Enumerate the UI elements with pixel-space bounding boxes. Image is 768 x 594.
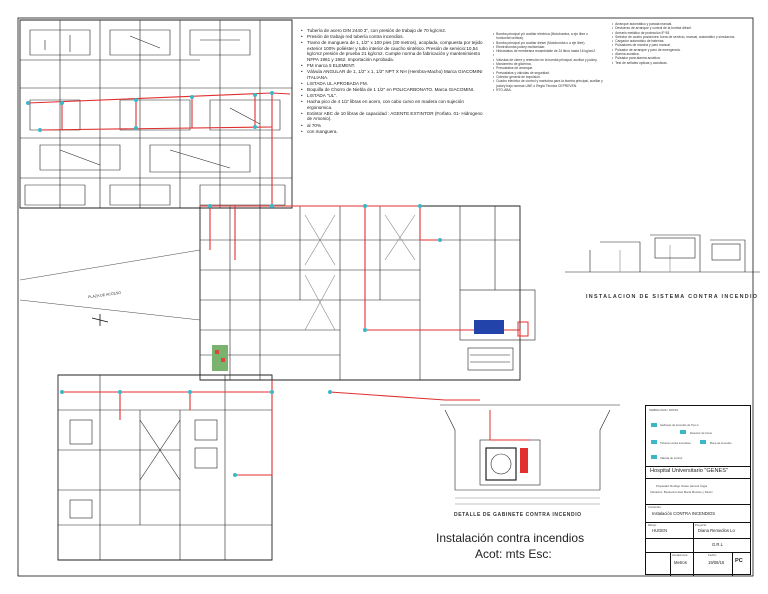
spec-item: •: [493, 53, 495, 58]
content: Instalación CONTRA INCENDIOS: [652, 511, 716, 516]
legend-item: Tubería contra incendios: [660, 441, 691, 445]
note-item: •con manguera.: [301, 128, 338, 134]
spec-item: •Colector general de impulsión.: [493, 74, 541, 79]
garden-patch: [212, 345, 228, 371]
units: Metros: [674, 560, 687, 565]
building-central-block: [199, 205, 536, 381]
legend-item: Gabinete de incendio de Tipo 1: [660, 423, 699, 427]
spec-item: •Selector de cuatro posiciones: fuera de…: [612, 34, 736, 39]
spec-item: •Pulsador de arranque y paro de emergenc…: [612, 47, 681, 52]
control-panel: [517, 321, 529, 337]
spec-item: •Presostatos y válvulas de seguridad.: [493, 70, 550, 75]
access-plaza: [19, 249, 201, 326]
spec-item: •Bomba principal y/o auxiliar eléctrica …: [493, 32, 588, 41]
spec-item: •Test de señales ópticas y acústicas.: [612, 60, 668, 65]
legend-symbols: [651, 423, 706, 459]
author: Diana Remedios Lo: [698, 528, 735, 533]
note-item: •Hacha pico de 4 1/2' libras en acero, c…: [301, 99, 464, 110]
firm: G.R.L: [712, 542, 723, 547]
pump-installation-section: [565, 234, 760, 273]
drawer: HUGEN: [652, 528, 668, 533]
pump-unit: [474, 320, 504, 334]
pump-specs-right: •Arranque automático y parada manual.•De…: [612, 22, 752, 65]
building-upper-wing: [19, 19, 293, 209]
owner: Propiedad: Rodrigo Ocaso Herrera Ángel: [656, 484, 708, 488]
legend-item: Boca de incendio: [710, 441, 732, 445]
spec-item: •Hidróstatos de membrana recambiable de …: [493, 49, 597, 54]
spec-item: •RTO-ABA.: [493, 87, 512, 92]
title-block: SIMBOLOGIA / NOTAS Gabinete de incendio …: [645, 405, 751, 576]
note-item: •Extintor ABC de 10 libras de capacidad …: [301, 110, 483, 122]
building-lower-wing: [57, 374, 273, 561]
fire-cabinet-nodes: [26, 91, 442, 477]
drawer-label: Dibujó:: [648, 523, 657, 527]
pump-section-title: INSTALACION DE SISTEMA CONTRA INCENDIO: [586, 294, 759, 300]
units-label: Acotaciones:: [672, 553, 689, 557]
spec-item: •Cuadro eléctrico de control y maniobra …: [493, 79, 603, 88]
note-item: •Tubería de acero DIN 2440 3", con presi…: [301, 28, 447, 33]
spec-item: •Desfuerzo de arranque y control de la b…: [612, 26, 692, 31]
content-label: Contenido:: [648, 505, 662, 509]
spec-item: •Presostatos de arranque.: [493, 66, 534, 71]
location: Ubicación: Boulevard José María Morelos …: [650, 490, 713, 494]
legend-heading: SIMBOLOGIA / NOTAS: [649, 408, 679, 412]
hospital-name: Hospital Universitario "GENES": [650, 468, 728, 474]
note-item: •LISTADA "UL".: [301, 93, 338, 99]
note-item: •FM marca 5 ELEMENT.: [301, 63, 356, 69]
cabinet-detail-title: DETALLE DE GABINETE CONTRA INCENDIO: [454, 512, 582, 518]
spec-item: •Armario metálico de protección IP 55.: [612, 30, 671, 35]
sheet-border: [17, 17, 754, 577]
legend-item: Detector de humo: [690, 431, 713, 435]
note-item: •LISTADA UL APROBADA FM.: [301, 80, 369, 86]
drawing-subtitle: Acot: mts Esc:: [475, 547, 552, 561]
pump-specs-left: •Bomba principal y/o auxiliar eléctrica …: [493, 32, 603, 92]
author-label: Proyectó:: [695, 523, 707, 527]
spec-item: •Arranque automático y parada manual.: [612, 22, 673, 26]
spec-item: •Electrobomba jockey multicelular.: [493, 44, 546, 49]
cabinet-detail: [440, 404, 620, 505]
spec-item: •Bomba principal y/o auxiliar diésel (Mo…: [493, 40, 586, 45]
specification-notes: •Tubería de acero DIN 2440 3", con presi…: [301, 28, 487, 135]
drawing-title: Instalación contra incendios: [436, 531, 585, 545]
date-label: Fecha:: [708, 553, 717, 557]
legend-item: Válvula de control: [660, 456, 683, 460]
spec-item: •Válvulas de cierre y retención en la bo…: [493, 57, 598, 62]
spec-item: •Manómetro de glicerina.: [493, 62, 532, 67]
sheet-code: PC: [735, 558, 743, 564]
spec-item: •Cargador automático de baterías.: [612, 39, 665, 44]
note-item: •Boquilla de Chorro de Niebla de 1 1/2" …: [301, 86, 475, 92]
note-item: •Tramo de manguera de 1, 1/2" x 100 pies…: [301, 40, 483, 62]
spec-item: •Alarma acústica.: [612, 52, 640, 57]
fire-pipe-network: [27, 92, 521, 476]
note-item: •al 70%: [301, 122, 322, 128]
spec-item: •Pulsador para alarma acústica.: [612, 56, 661, 61]
spec-item: •Pulsadores de marcha y paro manual.: [612, 43, 671, 48]
note-item: •Presión de trabajo red tubería contra i…: [301, 34, 404, 40]
note-item: •Válvula ANGULAR de 1, 1/2" x 1, 1/2" NP…: [301, 69, 483, 80]
date: 19/06/16: [708, 560, 725, 565]
